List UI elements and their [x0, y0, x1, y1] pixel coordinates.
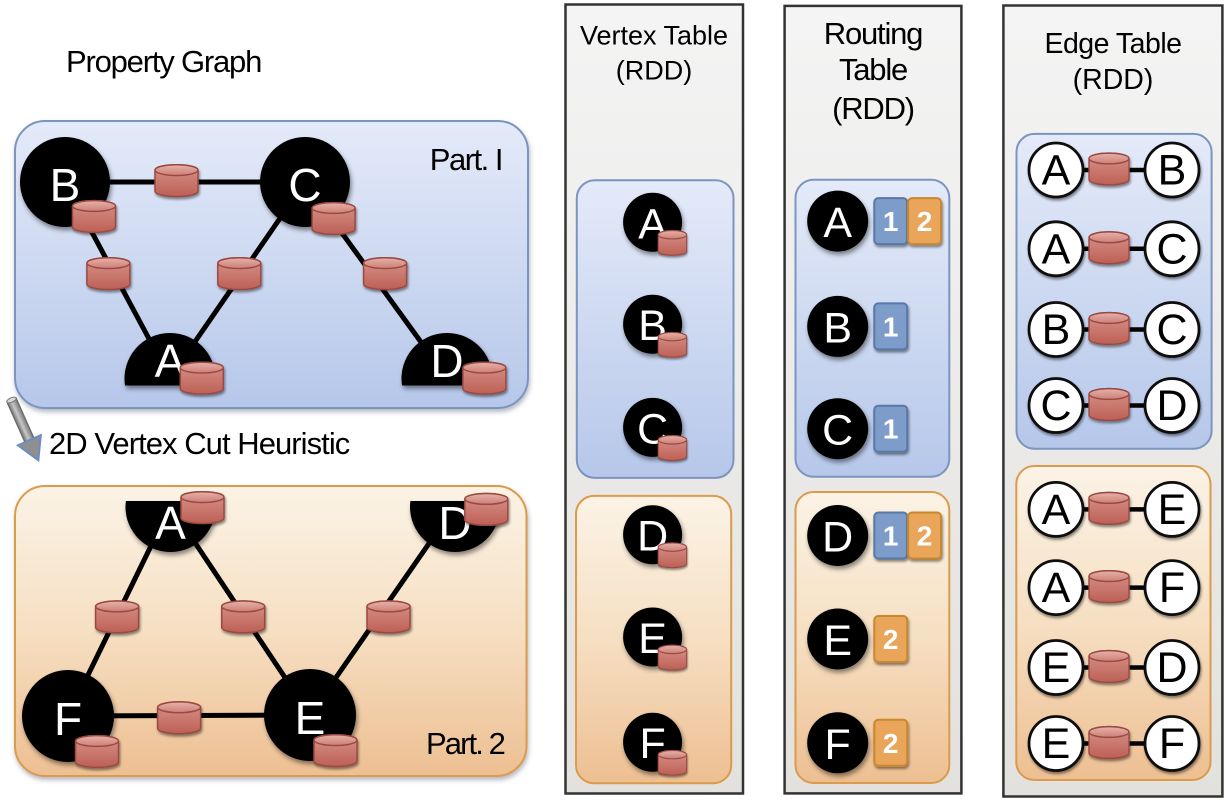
svg-text:E: E — [823, 617, 852, 665]
svg-text:B: B — [50, 159, 81, 211]
svg-text:D: D — [822, 514, 853, 562]
svg-text:1: 1 — [883, 311, 899, 342]
svg-text:F: F — [54, 693, 82, 745]
svg-text:2: 2 — [883, 728, 899, 759]
svg-text:E: E — [295, 692, 326, 744]
svg-text:B: B — [1158, 147, 1187, 195]
svg-text:A: A — [1042, 225, 1071, 273]
svg-text:2D Vertex Cut Heuristic: 2D Vertex Cut Heuristic — [49, 426, 350, 461]
svg-text:2: 2 — [917, 206, 933, 237]
svg-text:1: 1 — [883, 206, 899, 237]
svg-text:(RDD): (RDD) — [832, 91, 914, 126]
svg-text:D: D — [430, 335, 463, 387]
svg-text:1: 1 — [883, 414, 899, 445]
svg-text:F: F — [1159, 564, 1185, 612]
svg-text:Part. I: Part. I — [430, 142, 502, 177]
svg-text:Routing: Routing — [824, 16, 922, 51]
svg-text:(RDD): (RDD) — [1073, 64, 1154, 96]
svg-text:Table: Table — [839, 52, 907, 87]
svg-text:(RDD): (RDD) — [616, 56, 692, 86]
svg-text:D: D — [1156, 644, 1187, 692]
svg-text:C: C — [1156, 225, 1187, 273]
svg-text:E: E — [1158, 486, 1187, 534]
svg-text:Part. 2: Part. 2 — [426, 726, 505, 761]
svg-text:2: 2 — [917, 521, 933, 552]
svg-text:E: E — [1042, 720, 1071, 768]
svg-text:Edge Table: Edge Table — [1044, 28, 1181, 60]
svg-text:B: B — [823, 304, 852, 352]
svg-text:C: C — [1156, 306, 1187, 354]
svg-text:D: D — [1156, 382, 1187, 430]
svg-text:B: B — [1042, 306, 1071, 354]
svg-text:A: A — [823, 199, 852, 247]
svg-text:Property Graph: Property Graph — [66, 44, 261, 79]
svg-text:C: C — [288, 159, 321, 211]
svg-text:C: C — [822, 407, 853, 455]
svg-text:2: 2 — [883, 624, 899, 655]
svg-text:Vertex Table: Vertex Table — [580, 21, 728, 51]
svg-text:C: C — [1040, 382, 1071, 430]
svg-text:1: 1 — [883, 521, 899, 552]
svg-text:A: A — [1042, 564, 1071, 612]
svg-text:F: F — [1159, 720, 1185, 768]
svg-text:A: A — [1042, 486, 1071, 534]
svg-text:E: E — [1042, 644, 1071, 692]
svg-text:F: F — [825, 721, 851, 769]
svg-text:A: A — [1042, 147, 1071, 195]
